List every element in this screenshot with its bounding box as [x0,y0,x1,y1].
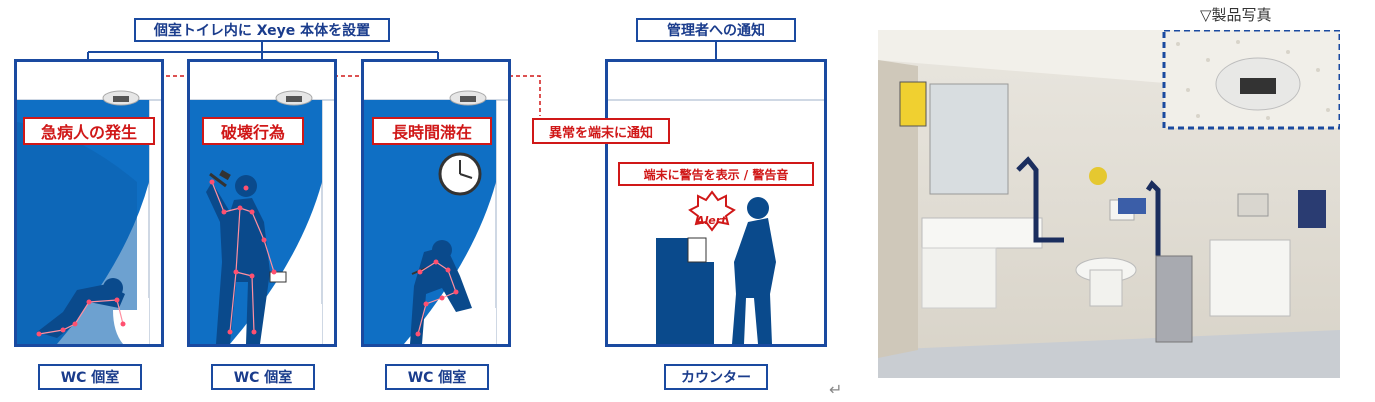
event-label-long-stay: 長時間滞在 [372,117,492,145]
panel-long-stay: 長時間滞在 [361,59,511,347]
header-install-label: 個室トイレ内に Xeye 本体を設置 [134,18,390,42]
alert-burst-icon [688,190,736,232]
caption-wc-2: WC 個室 [211,364,315,390]
caption-counter: カウンター [664,364,768,390]
panel-sudden-illness: 急病人の発生 [14,59,164,347]
long-stay-scene [364,90,508,344]
panel-vandalism: 破壊行為 [187,59,337,347]
counter-scene [608,99,824,344]
restroom-photo [878,30,1340,378]
alert-badge: Alert [696,214,727,227]
product-photo [878,30,1340,378]
event-label-illness: 急病人の発生 [23,117,155,145]
event-label-vandalism: 破壊行為 [202,117,304,145]
caption-wc-3: WC 個室 [385,364,489,390]
vandalism-scene [190,90,334,344]
caption-wc-1: WC 個室 [38,364,142,390]
product-photo-title: ▽製品写真 [1200,6,1272,24]
alert-display-label: 端末に警告を表示 / 警告音 [618,162,814,186]
notify-terminal-label: 異常を端末に通知 [532,118,670,144]
clock-icon [438,152,482,196]
illness-scene [17,90,161,344]
panel-admin-counter: Alert 端末に警告を表示 / 警告音 [605,59,827,347]
return-mark: ↵ [829,380,843,399]
header-notify-label: 管理者への通知 [636,18,796,42]
